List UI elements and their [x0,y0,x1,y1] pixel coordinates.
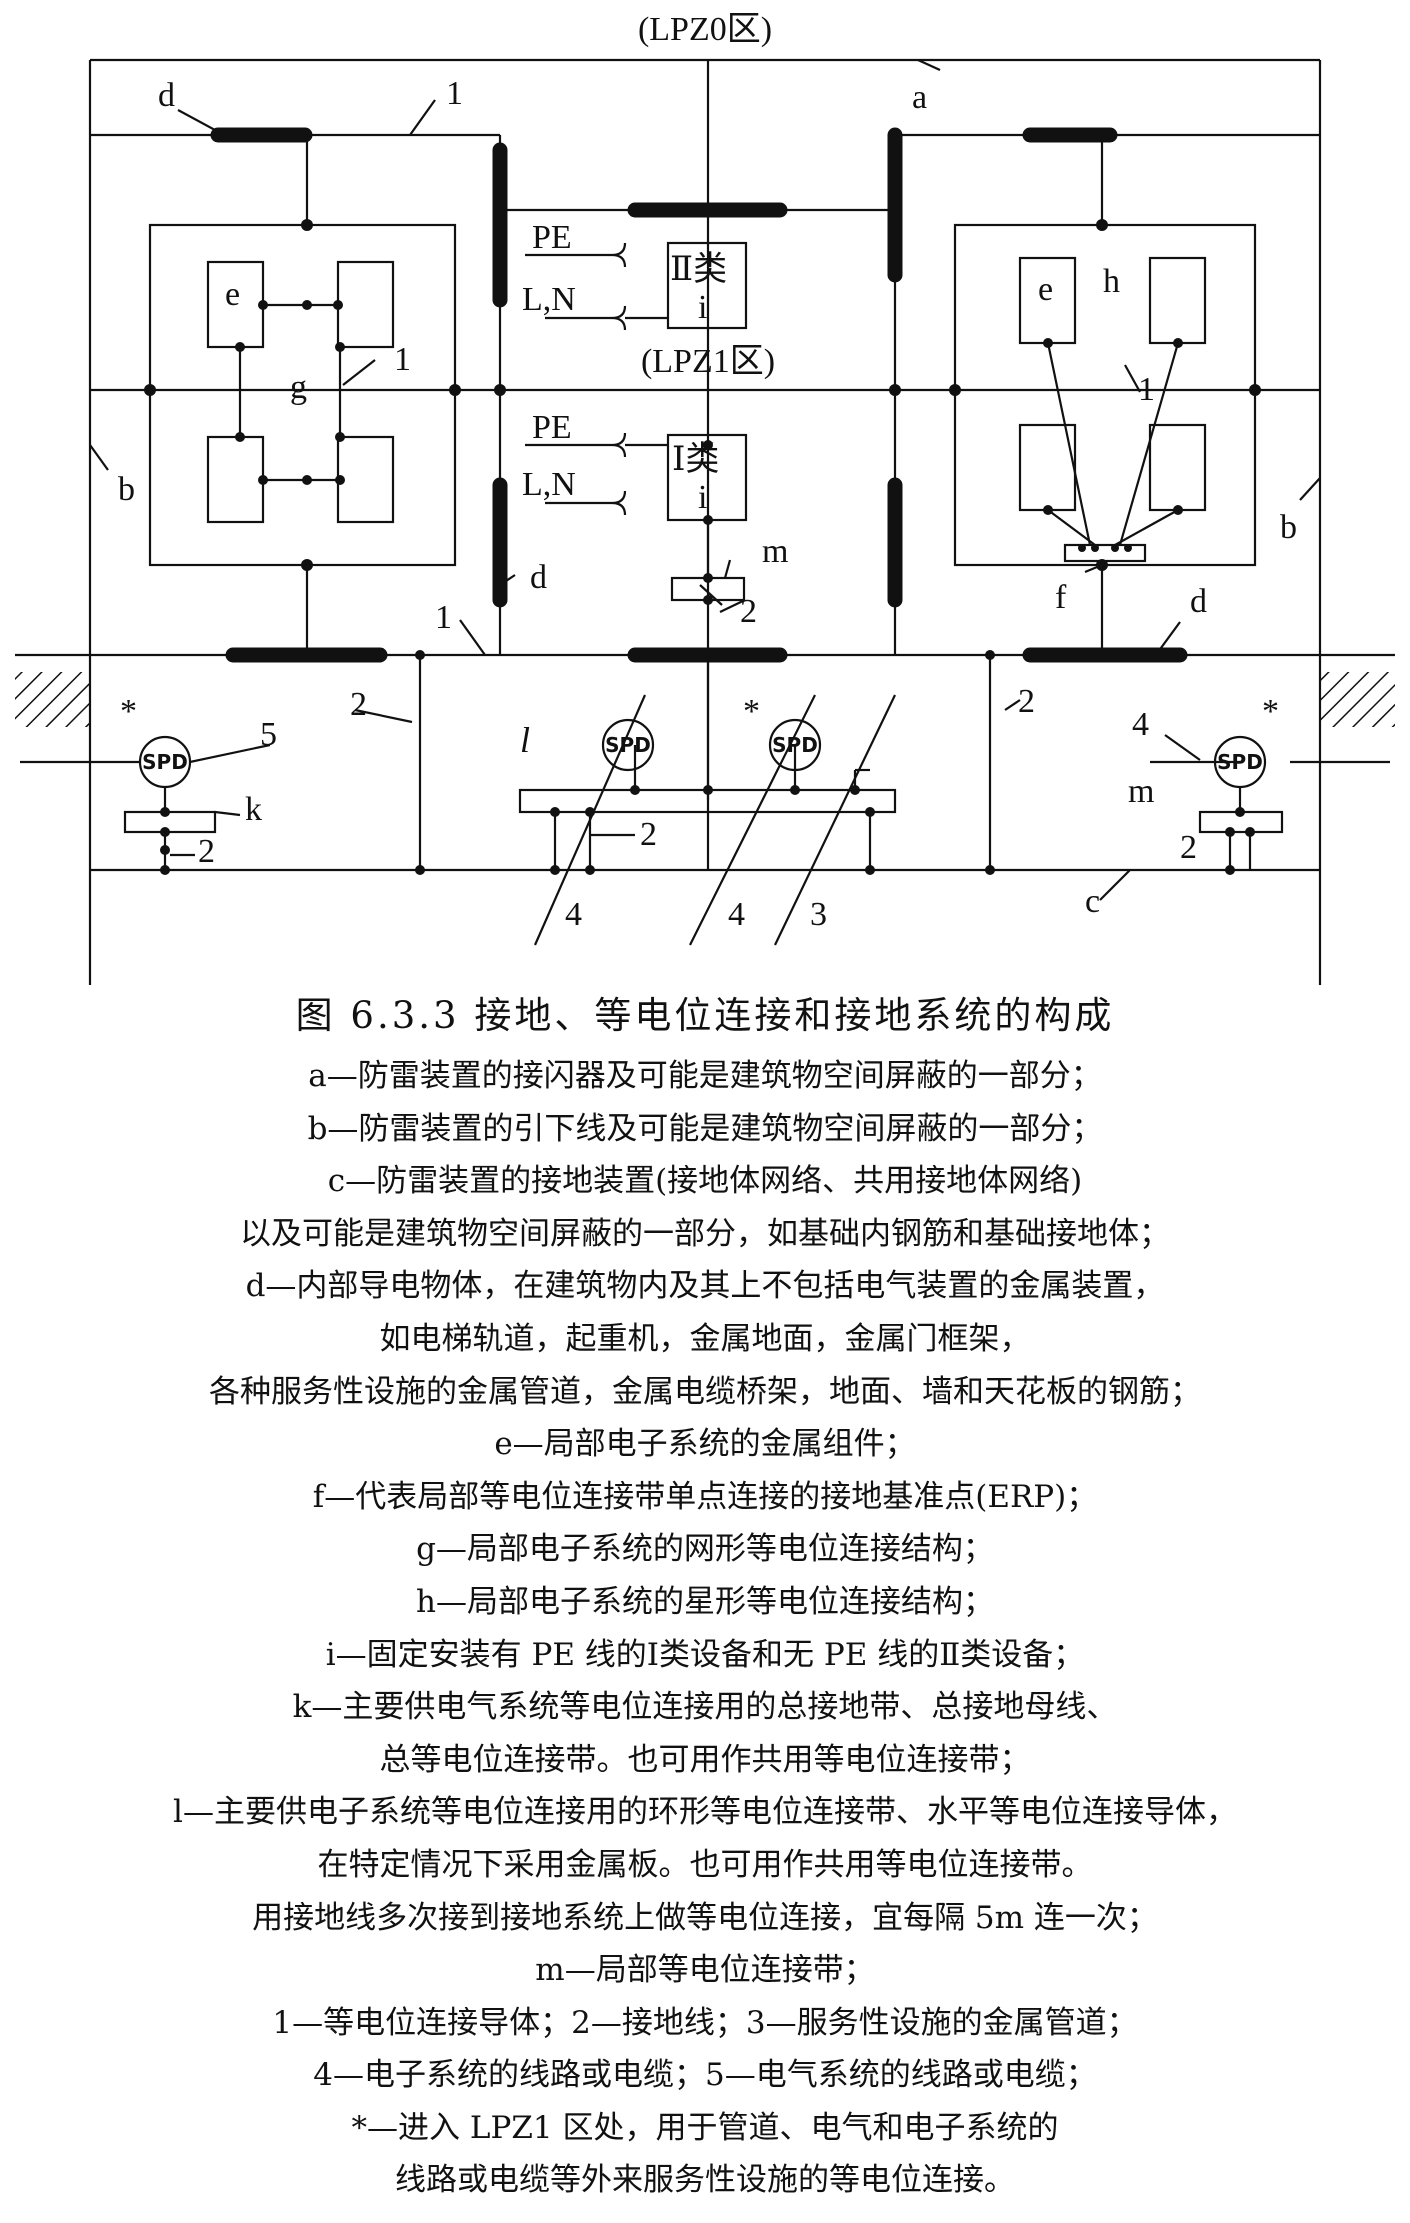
spd-label: SPD [1217,750,1263,774]
label-ln: L,N [522,466,576,503]
label-1: 1 [394,341,411,378]
legend-item: d—内部导电物体，在建筑物内及其上不包括电气装置的金属装置， [245,1268,1165,1305]
label-5: 5 [260,716,277,753]
label-f: f [1055,579,1067,616]
spd-label: SPD [142,750,188,774]
legend-item: 各种服务性设施的金属管道，金属电缆桥架，地面、墙和天花板的钢筋； [209,1373,1201,1410]
label-1: 1 [435,599,452,636]
label-2: 2 [640,816,657,853]
label-2: 2 [350,686,367,723]
label-i: i [698,289,707,326]
legend-item: k—主要供电气系统等电位连接用的总接地带、总接地母线、 [292,1689,1118,1726]
label-g: g [290,369,307,406]
label-star: * [1262,693,1279,730]
label-4: 4 [1132,706,1149,743]
label-class1: Ⅰ类 [672,440,719,478]
ground-hatch [15,653,1395,727]
label-2: 2 [740,593,757,630]
diagram-labels: (LPZ0区) (LPZ1区) d 1 a b b e g 1 PE L,N Ⅱ… [118,11,1297,933]
label-star: * [743,693,760,730]
label-m: m [762,533,788,570]
spd-label: SPD [605,733,651,757]
zone-lpz0-label: (LPZ0区) [638,11,772,48]
label-d: d [158,77,175,114]
label-2: 2 [1018,683,1035,720]
label-1: 1 [1138,371,1155,408]
legend-item: 在特定情况下采用金属板。也可用作共用等电位连接带。 [317,1846,1093,1883]
legend-item: a—防雷装置的接闪器及可能是建筑物空间屏蔽的一部分； [308,1058,1102,1094]
label-h: h [1103,263,1120,300]
label-pe: PE [532,409,572,446]
label-c: c [1085,883,1100,920]
label-ln: L,N [522,281,576,318]
legend-item: c—防雷装置的接地装置(接地体网络、共用接地体网络) [327,1163,1083,1200]
basement-right: SPD [985,650,1390,875]
label-b: b [118,471,135,508]
legend-item: f—代表局部等电位连接带单点连接的接地基准点(ERP)； [312,1478,1098,1515]
legend-item: l—主要供电子系统等电位连接用的环形等电位连接带、水平等电位连接导体， [173,1794,1237,1831]
label-b: b [1280,509,1297,546]
label-k: k [245,791,262,828]
label-pe: PE [532,219,572,256]
label-m: m [1128,773,1154,810]
label-e: e [1038,271,1053,308]
star-system-h [889,219,1261,661]
zone-lpz1-label: (LPZ1区) [641,343,775,380]
leader-lines [89,58,1321,901]
label-d: d [1190,583,1207,620]
label-1: 1 [446,75,463,112]
basement-center: SPD SPD [518,655,897,946]
equipment-class1 [525,432,748,661]
label-e: e [225,276,240,313]
legend-item: 如电梯轨道，起重机，金属地面，金属门框架， [379,1320,1031,1357]
label-2: 2 [1180,829,1197,866]
legend-item: 线路或电缆等外来服务性设施的等电位连接。 [395,2162,1015,2199]
legend-item: m—局部等电位连接带； [535,1952,875,1989]
legend-item: *—进入 LPZ1 区处，用于管道、电气和电子系统的 [351,2109,1059,2146]
label-2: 2 [198,833,215,870]
legend-item: h—局部电子系统的星形等电位连接结构； [416,1583,994,1620]
mesh-system-g [144,219,506,661]
legend-item: 4—电子系统的线路或电缆；5—电气系统的线路或电缆； [313,2057,1097,2094]
label-star: * [120,693,137,730]
legend-item: 用接地线多次接到接地系统上做等电位连接，宜每隔 5m 连一次； [252,1899,1158,1936]
legend-item: 总等电位连接带。也可用作共用等电位连接带； [379,1741,1031,1778]
label-class2: Ⅱ类 [670,250,727,288]
basement-left: SPD [20,650,425,875]
label-d: d [530,559,547,596]
legend-list: a—防雷装置的接闪器及可能是建筑物空间屏蔽的一部分； b—防雷装置的引下线及可能… [0,1050,1410,2207]
legend-item: b—防雷装置的引下线及可能是建筑物空间屏蔽的一部分； [307,1110,1103,1147]
legend-item: i—固定安装有 PE 线的Ⅰ类设备和无 PE 线的Ⅱ类设备； [325,1636,1085,1673]
label-4: 4 [728,896,745,933]
figure-caption: 图 6.3.3 接地、等电位连接和接地系统的构成 [295,994,1115,1037]
equipment-class2 [525,241,748,331]
grounding-system-diagram: SPD SPD SPD [15,11,1395,985]
label-a: a [912,79,927,116]
legend-item: g—局部电子系统的网形等电位连接结构； [416,1531,994,1568]
label-l: l [520,720,530,760]
label-i: i [698,479,707,516]
legend-item: e—局部电子系统的金属组件； [494,1426,916,1463]
legend-item: 以及可能是建筑物空间屏蔽的一部分，如基础内钢筋和基础接地体； [240,1215,1170,1252]
label-4: 4 [565,896,582,933]
label-3: 3 [810,896,827,933]
legend-item: 1—等电位连接导体；2—接地线；3—服务性设施的金属管道； [272,2004,1138,2041]
